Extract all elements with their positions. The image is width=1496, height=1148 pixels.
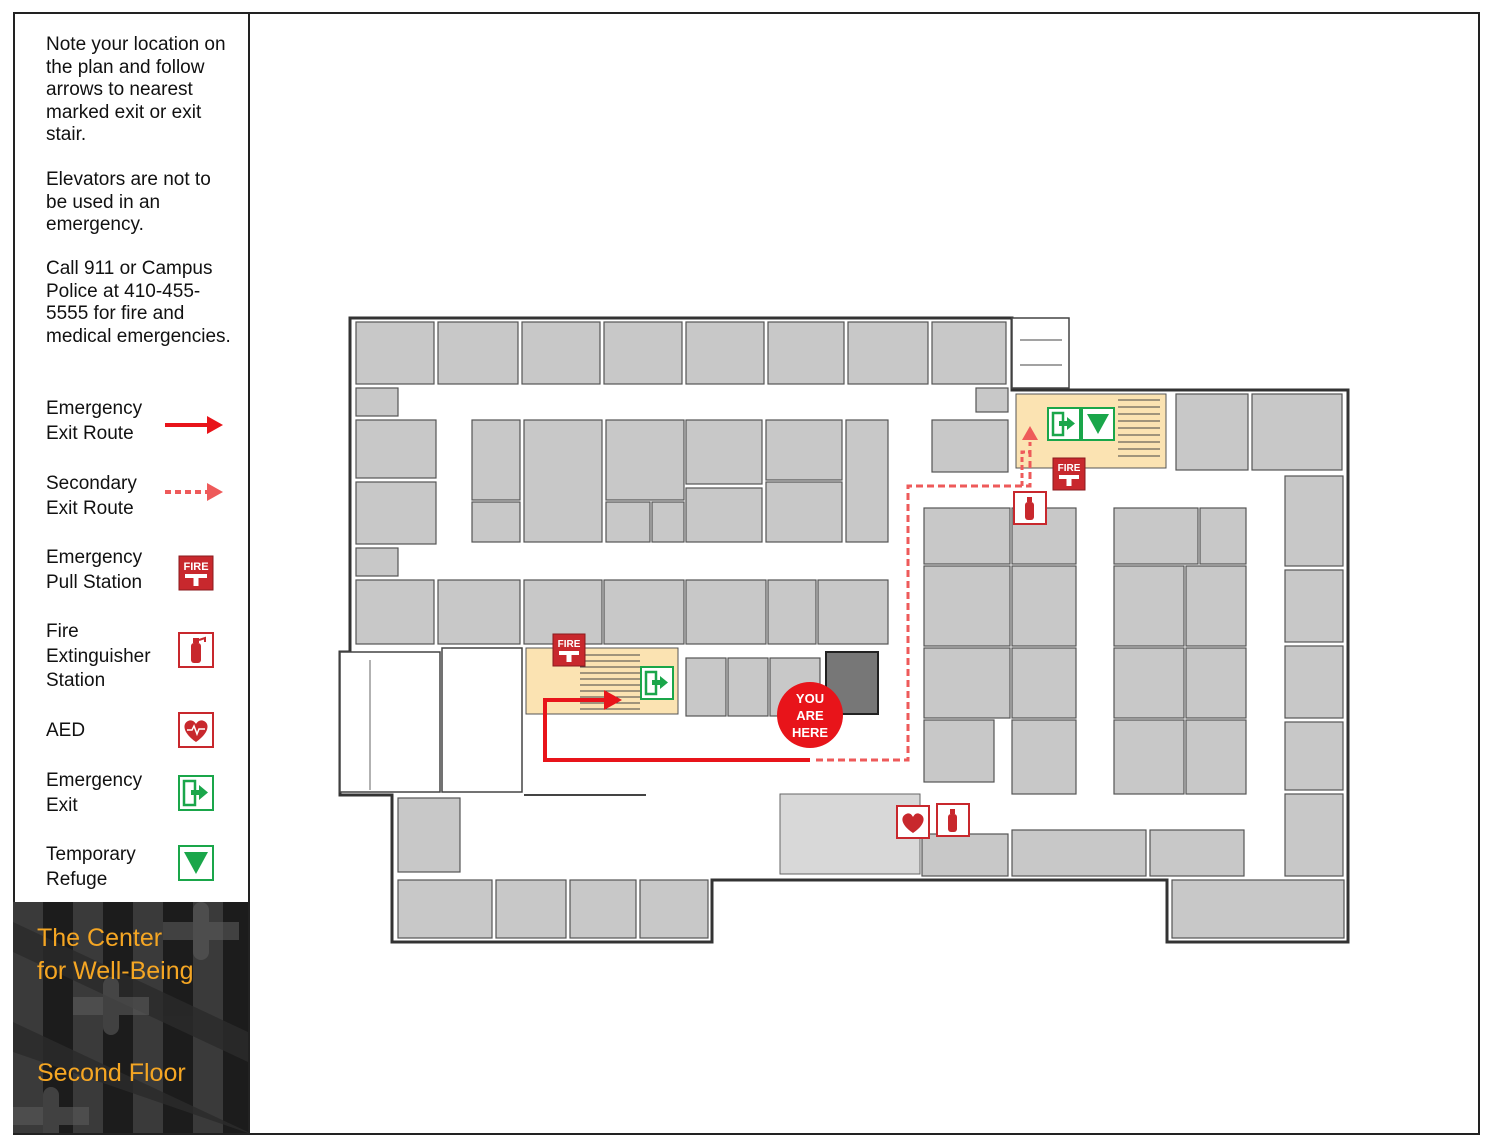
you-are-here-marker: YOU ARE HERE — [777, 682, 843, 748]
emergency-exit-icon — [178, 775, 214, 811]
legend-secondary-route-label: Secondary Exit Route — [46, 473, 137, 519]
right-bump — [1011, 317, 1070, 389]
svg-text:FIRE: FIRE — [1058, 463, 1081, 474]
note-location: Note your location on the plan and follo… — [46, 34, 226, 145]
brand-block: The Center for Well-Being Second Floor — [13, 902, 248, 1133]
fire-pull-station-icon: FIRE — [178, 555, 214, 591]
floor-label: Second Floor — [37, 1059, 186, 1087]
emergency-exit-route — [543, 698, 810, 762]
brand-title-line1: The Center — [37, 924, 163, 952]
temporary-refuge-icon — [178, 845, 214, 881]
brand-title-line2: for Well-Being — [37, 957, 194, 985]
page-frame — [13, 12, 1480, 1135]
red-arrow-icon — [165, 416, 223, 434]
legend-refuge-label: Temporary Refuge — [46, 844, 136, 890]
fire-extinguisher-icon — [1013, 491, 1047, 525]
aed-heart-icon — [178, 712, 214, 748]
legend-sidebar: Note your location on the plan and follo… — [13, 12, 250, 1135]
fire-pull-station-icon: FIRE — [1052, 457, 1086, 491]
fire-extinguisher-icon — [178, 632, 214, 668]
rooms — [355, 321, 1345, 939]
floor-plan: YOU ARE HERE FIRE FIRE — [338, 316, 1350, 944]
aed-heart-icon — [896, 805, 930, 839]
legend-extinguisher-label: Fire Extinguisher Station — [46, 621, 151, 691]
svg-text:FIRE: FIRE — [558, 639, 581, 650]
secondary-route-arrowhead — [1022, 426, 1038, 440]
svg-text:ARE: ARE — [796, 708, 824, 723]
legend-emergency-route-label: Emergency Exit Route — [46, 398, 143, 444]
svg-text:YOU: YOU — [796, 691, 824, 706]
secondary-exit-route — [816, 442, 1032, 762]
fire-pull-station-icon: FIRE — [552, 633, 586, 667]
note-call: Call 911 or Campus Police at 410-455-555… — [46, 258, 231, 347]
emergency-exit-icon — [640, 666, 674, 700]
svg-text:FIRE: FIRE — [183, 561, 208, 573]
fire-extinguisher-icon — [936, 803, 970, 837]
emergency-route-arrowhead — [604, 690, 622, 710]
svg-text:HERE: HERE — [792, 725, 828, 740]
left-wing — [339, 647, 523, 793]
maryland-flag-pattern — [13, 902, 248, 1133]
emergency-exit-icon — [1047, 407, 1081, 441]
note-elevators: Elevators are not to be used in an emerg… — [46, 169, 211, 235]
legend-aed-label: AED — [46, 720, 86, 741]
legend-emergency-exit-label: Emergency Exit — [46, 770, 143, 816]
temporary-refuge-icon — [1081, 407, 1115, 441]
legend-pull-station-label: Emergency Pull Station — [46, 547, 143, 593]
dashed-arrow-icon — [165, 483, 223, 501]
